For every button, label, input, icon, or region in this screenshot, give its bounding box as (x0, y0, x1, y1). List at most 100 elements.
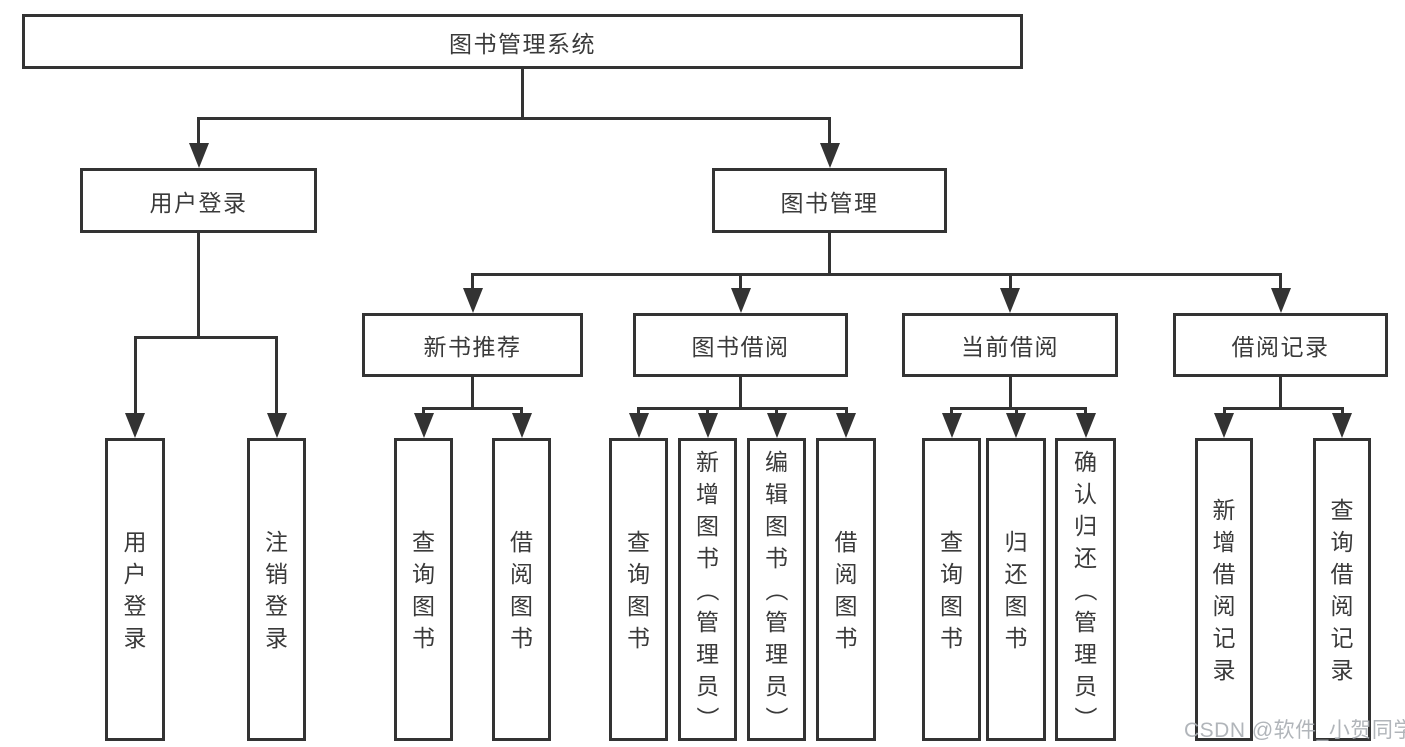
node-label-char: 书 (765, 544, 788, 571)
node-label-char: ） (763, 706, 790, 729)
node-label-char: 确 (1074, 448, 1097, 475)
connector-branch (1222, 406, 1344, 410)
arrowhead-down-icon (1075, 413, 1096, 438)
connector-branch (637, 406, 848, 410)
node-label: 图书管理 (780, 189, 879, 216)
node-label-char: （ (763, 578, 790, 601)
node-label-char: 管 (765, 608, 788, 635)
node-label-char: 新 (1212, 496, 1236, 523)
node-label-char: 管 (696, 608, 719, 635)
arrowhead-down-icon (766, 413, 787, 438)
node-label-char: 询 (627, 560, 650, 587)
node-label-char: 认 (1074, 480, 1097, 507)
connector-stem (133, 337, 137, 420)
node-label-char: 查 (412, 528, 435, 555)
node-label-char: ） (1072, 706, 1099, 729)
node-label-char: 借 (510, 528, 533, 555)
node-label-char: 借 (1330, 560, 1354, 587)
arrowhead-down-icon (188, 143, 209, 168)
node-label-char: 书 (412, 624, 435, 651)
node-label-char: 录 (123, 624, 147, 651)
connector-trunk (521, 69, 524, 118)
node-label: 当前借阅 (961, 334, 1059, 360)
node-label-char: 录 (265, 624, 288, 651)
arrowhead-down-icon (697, 413, 718, 438)
node-label-char: 还 (1074, 544, 1097, 571)
node-label: 用户登录 (149, 189, 248, 216)
node-leaf-cb-return: 归还图书 (986, 438, 1046, 741)
connector-branch (471, 272, 1282, 276)
node-label-char: （ (1072, 578, 1099, 601)
node-label-char: 员 (765, 672, 788, 699)
node-label-char: 借 (834, 528, 858, 555)
arrowhead-down-icon (628, 413, 649, 438)
node-label-char: 员 (696, 672, 719, 699)
connector-stem (1008, 274, 1012, 295)
node-label-char: 辑 (765, 480, 788, 507)
node-leaf-logout: 注销登录 (247, 438, 306, 741)
node-label-char: 录 (1330, 656, 1354, 683)
arrowhead-down-icon (819, 143, 840, 168)
node-label-char: 户 (123, 560, 147, 587)
node-user-login: 用户登录 (80, 168, 317, 233)
arrowhead-down-icon (1000, 288, 1020, 313)
connector-stem (197, 118, 200, 150)
node-leaf-user-login: 用户登录 (105, 438, 165, 741)
arrowhead-down-icon (941, 413, 962, 438)
node-label-char: 查 (1330, 496, 1354, 523)
node-label-char: 记 (1330, 624, 1354, 651)
connector-branch (133, 335, 278, 339)
node-label-char: 归 (1004, 528, 1028, 555)
node-leaf-br-query: 查询借阅记录 (1313, 438, 1371, 741)
node-label-char: 理 (765, 640, 788, 667)
arrowhead-down-icon (266, 413, 287, 438)
node-label-char: 书 (510, 624, 533, 651)
node-borrow-records: 借阅记录 (1173, 313, 1388, 377)
node-label-char: 阅 (834, 560, 858, 587)
node-book-borrow: 图书借阅 (633, 313, 848, 377)
node-label-char: 理 (1074, 640, 1097, 667)
node-label-char: 图 (765, 512, 788, 539)
node-label-char: 登 (265, 592, 288, 619)
arrowhead-down-icon (730, 288, 751, 313)
node-label-char: 用 (123, 528, 147, 555)
node-label-char: 阅 (510, 560, 533, 587)
connector-trunk (1008, 377, 1012, 408)
node-label-char: 书 (940, 624, 963, 651)
connector-trunk (739, 377, 742, 408)
node-label-char: 图 (627, 592, 650, 619)
connector-trunk (1279, 377, 1282, 408)
node-label-char: 阅 (1212, 592, 1236, 619)
arrowhead-down-icon (836, 413, 856, 438)
connector-stem (275, 337, 278, 420)
arrowhead-down-icon (413, 413, 434, 438)
node-label-char: 询 (1330, 528, 1354, 555)
node-label-char: 注 (265, 528, 288, 555)
node-label-char: 新 (696, 448, 719, 475)
node-label-char: 员 (1074, 672, 1097, 699)
connector-trunk (471, 377, 474, 408)
node-label-char: 图 (510, 592, 533, 619)
arrowhead-down-icon (511, 413, 532, 438)
node-label-char: 管 (1074, 608, 1097, 635)
csdn-watermark: CSDN @软件_小贺同学 (1184, 719, 1405, 742)
connector-branch (950, 406, 1087, 410)
connector-branch (197, 116, 831, 120)
arrowhead-down-icon (125, 413, 145, 438)
arrowhead-down-icon (1332, 413, 1352, 438)
node-label-char: 销 (265, 560, 288, 587)
node-leaf-nb-query: 查询图书 (394, 438, 453, 741)
node-label-char: 书 (627, 624, 650, 651)
node-label-char: 图 (1004, 592, 1028, 619)
node-label: 图书借阅 (691, 334, 790, 360)
node-label-char: 登 (123, 592, 147, 619)
node-leaf-bb-add: 新增图书（管理员） (678, 438, 737, 741)
node-label-char: （ (694, 578, 721, 601)
node-label-char: 记 (1212, 624, 1236, 651)
connector-trunk (828, 233, 831, 274)
arrowhead-down-icon (1214, 413, 1234, 438)
connector-stem (471, 274, 474, 295)
node-leaf-br-add: 新增借阅记录 (1195, 438, 1253, 741)
node-label-char: 书 (1004, 624, 1028, 651)
